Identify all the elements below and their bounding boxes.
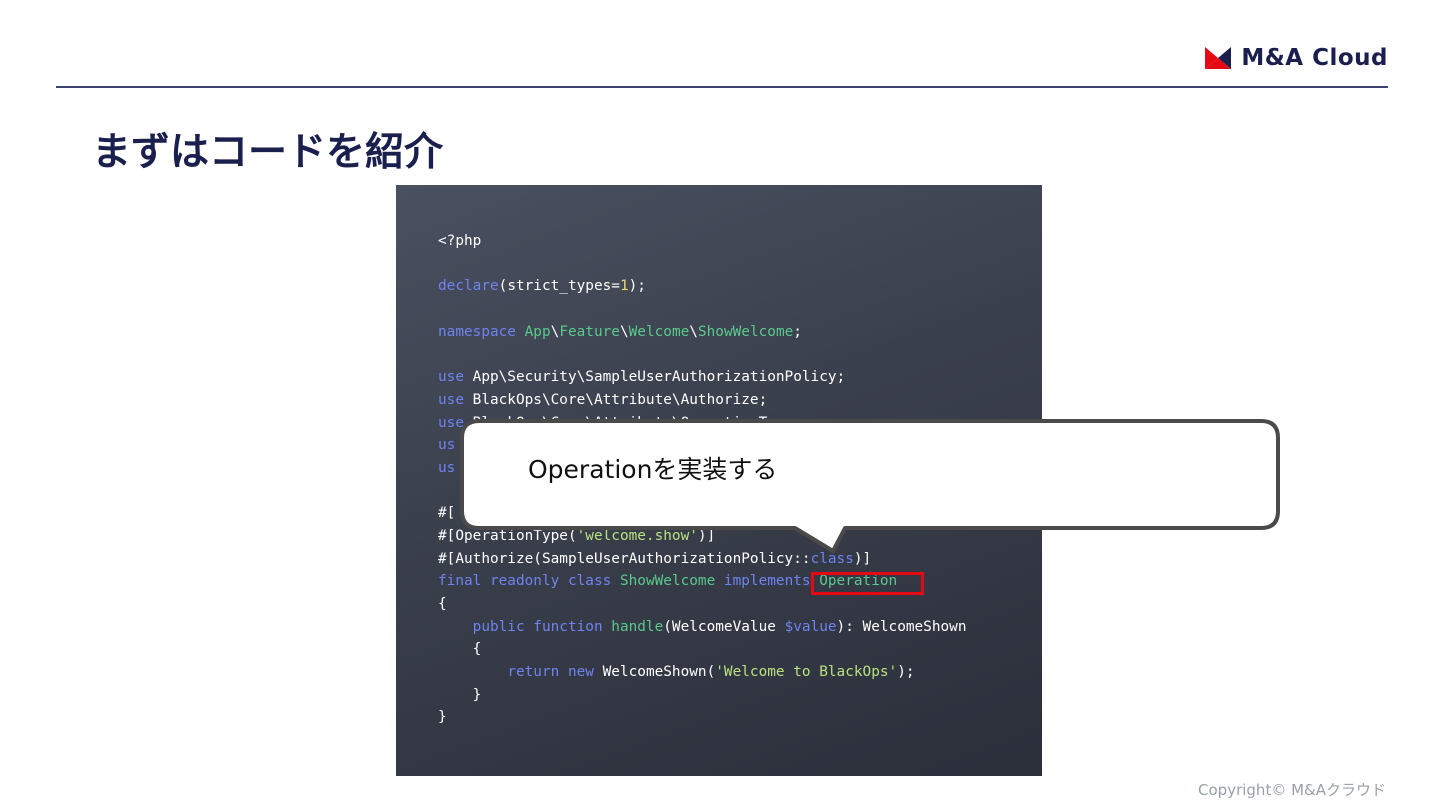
code-token-namespace: handle: [611, 618, 664, 635]
code-token-plain: App\Security\SampleUserAuthorizationPoli…: [472, 369, 846, 386]
code-line: declare(strict_types=1);: [438, 275, 967, 298]
callout-text: Operationを実装する: [528, 455, 778, 484]
code-token-plain: #[: [438, 505, 456, 522]
speech-callout: Operationを実装する: [455, 418, 1285, 558]
code-token-keyword: use: [438, 414, 473, 431]
code-block: <?php declare(strict_types=1); namespace…: [438, 230, 967, 729]
code-token-namespace: ShowWelcome: [697, 323, 794, 340]
code-token-string: 'Welcome to BlackOps': [715, 664, 898, 681]
code-line: #[Authorize(SampleUserAuthorizationPolic…: [438, 548, 967, 571]
code-token-plain: ;: [793, 323, 802, 340]
logo-mark-icon: [1205, 47, 1232, 69]
code-line: public function handle(WelcomeValue $val…: [438, 616, 967, 639]
brand-logo: M&A Cloud: [1205, 45, 1388, 71]
code-line: [438, 253, 967, 276]
code-line: [438, 343, 967, 366]
code-token-keyword: us: [438, 459, 456, 476]
code-line: final readonly class ShowWelcome impleme…: [438, 570, 967, 593]
code-token-keyword: implements: [723, 573, 820, 590]
code-token-plain: WelcomeShown(: [602, 664, 716, 681]
code-token-keyword: $value: [784, 618, 837, 635]
code-line: }: [438, 684, 967, 707]
code-token-namespace: Operation: [819, 573, 898, 590]
code-line: us: [438, 457, 967, 480]
copyright-text: Copyright© M&Aクラウド: [1198, 781, 1386, 799]
code-line: #[: [438, 502, 967, 525]
code-token-keyword: final readonly class: [438, 573, 620, 590]
code-token-plain: #[OperationType(: [438, 527, 577, 544]
code-token-plain: )]: [853, 550, 872, 567]
logo-text: M&A Cloud: [1241, 45, 1388, 71]
code-token-plain: }: [438, 686, 482, 703]
code-token-plain: [438, 664, 507, 680]
code-line: {: [438, 638, 967, 661]
code-token-keyword: public function: [472, 618, 612, 635]
code-token-plain: BlackOps\Core\Attribute\Authorize;: [472, 391, 768, 408]
code-token-keyword: use: [438, 369, 473, 386]
code-token-plain: #[Authorize(SampleUserAuthorizationPolic…: [438, 550, 811, 567]
page-title: まずはコードを紹介: [92, 130, 444, 175]
code-line: [438, 298, 967, 321]
code-token-plain: );: [897, 664, 915, 681]
code-token-keyword: use: [438, 391, 473, 408]
code-token-plain: [438, 619, 473, 635]
code-token-plain: ): WelcomeShown: [836, 618, 967, 635]
callout-bubble-shape: [460, 419, 1280, 553]
code-token-keyword: us: [438, 437, 456, 454]
code-token-plain: \: [689, 323, 698, 340]
code-token-namespace: App: [524, 323, 551, 340]
code-token-string: 'welcome.show': [576, 527, 698, 544]
code-token-namespace: Welcome: [628, 323, 690, 340]
code-token-keyword: class: [810, 550, 854, 567]
code-line: use BlackOps\Core\Attribute\Authorize;: [438, 389, 967, 412]
code-token-plain: (strict_types=: [498, 278, 620, 295]
code-token-number: 1: [619, 278, 629, 295]
code-token-plain: <?php: [438, 233, 482, 249]
code-token-namespace: Feature: [559, 323, 620, 340]
code-token-keyword: namespace: [438, 323, 525, 340]
code-line: us: [438, 434, 967, 457]
code-token-plain: (WelcomeValue: [663, 618, 785, 635]
code-line: {: [438, 593, 967, 616]
code-line: return new WelcomeShown('Welcome to Blac…: [438, 661, 967, 684]
code-token-keyword: return new: [507, 664, 603, 681]
code-line: }: [438, 706, 967, 729]
code-line: <?php: [438, 230, 967, 253]
header-divider: [56, 86, 1388, 88]
code-token-plain: \: [550, 323, 560, 340]
code-token-plain: );: [628, 278, 646, 295]
code-token-plain: \: [619, 323, 629, 340]
code-line: #[OperationType('welcome.show')]: [438, 525, 967, 548]
code-line: namespace App\Feature\Welcome\ShowWelcom…: [438, 321, 967, 344]
code-line: use App\Security\SampleUserAuthorization…: [438, 366, 967, 389]
code-token-plain: {: [438, 641, 482, 658]
code-token-plain: )]: [697, 527, 716, 544]
code-token-plain: {: [438, 596, 447, 612]
code-token-plain: }: [438, 709, 447, 726]
operation-highlight-box: [811, 572, 924, 595]
code-token-namespace: ShowWelcome: [619, 573, 724, 590]
code-token-keyword: declare: [438, 278, 499, 295]
